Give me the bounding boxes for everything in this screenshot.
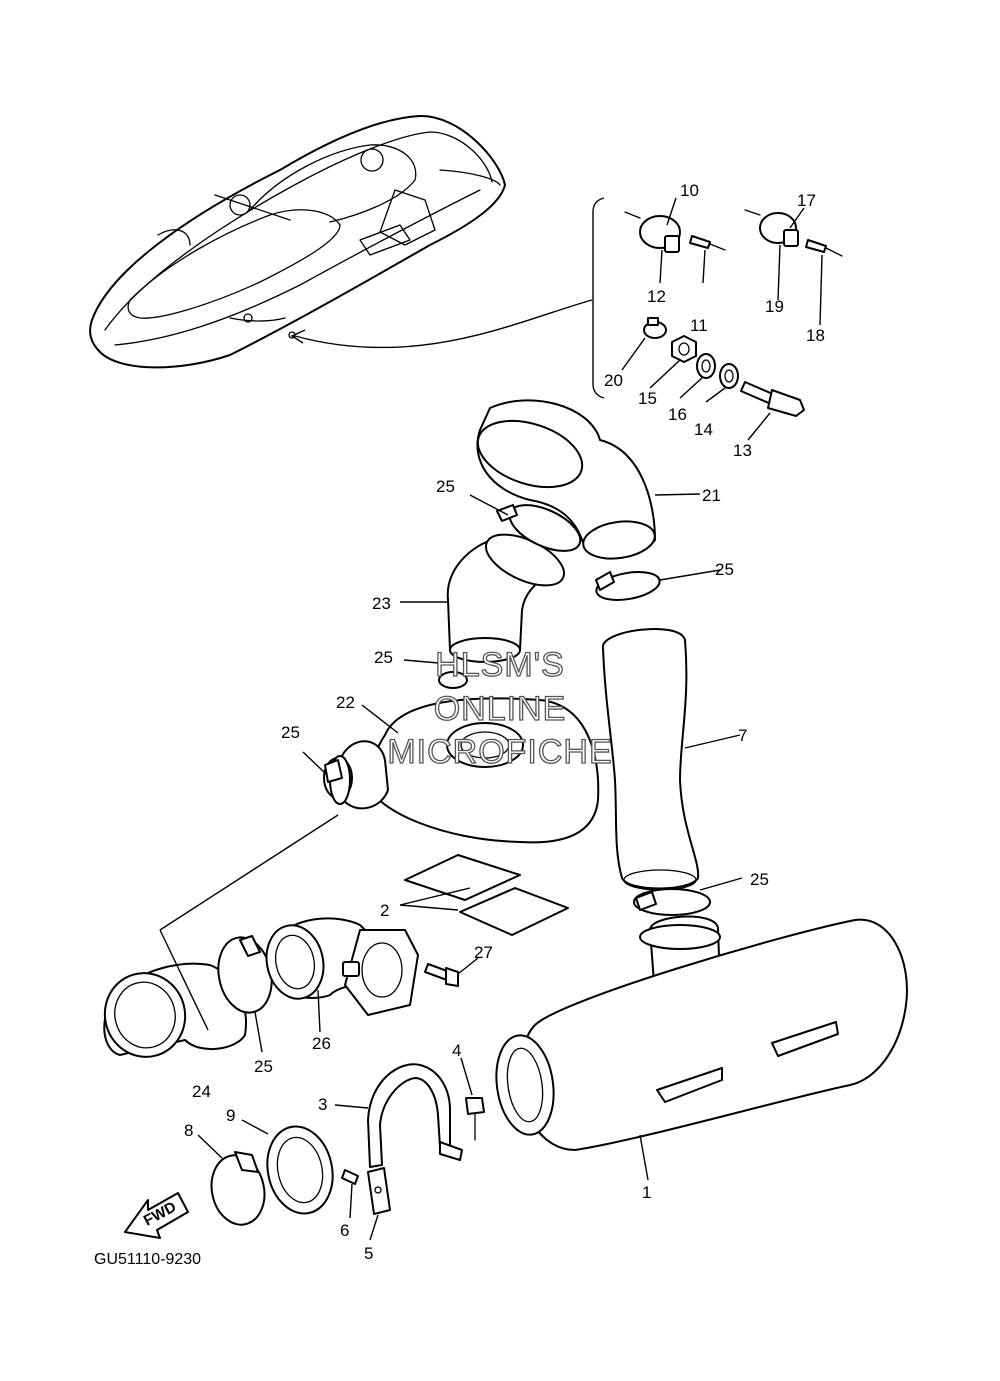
watercraft-illustration bbox=[89, 114, 506, 369]
callout-16: 16 bbox=[668, 405, 687, 424]
callout-13: 13 bbox=[733, 441, 752, 460]
callout-24: 24 bbox=[192, 1082, 211, 1101]
bracket-5 bbox=[367, 1167, 391, 1215]
hose-clamp-8 bbox=[210, 1151, 266, 1226]
rivet-18 bbox=[805, 239, 843, 257]
callout-25-box: 25 bbox=[281, 723, 300, 742]
washer-16 bbox=[696, 353, 716, 379]
callout-9: 9 bbox=[226, 1106, 235, 1125]
watermark: HLSM'S ONLINE MICROFICHE bbox=[387, 645, 613, 771]
callout-14: 14 bbox=[694, 420, 713, 439]
strap-3 bbox=[367, 1063, 463, 1168]
callout-15: 15 bbox=[638, 389, 657, 408]
hose-clamp-25-upper bbox=[595, 571, 661, 601]
leader-lines bbox=[159, 197, 823, 1241]
callout-labels: 1 2 3 4 5 6 7 8 9 10 11 12 13 14 15 16 1… bbox=[184, 181, 825, 1263]
callout-10: 10 bbox=[680, 181, 699, 200]
clip-20 bbox=[643, 317, 667, 339]
hose-clamp-17 bbox=[744, 209, 799, 247]
callout-18: 18 bbox=[806, 326, 825, 345]
washer-14 bbox=[719, 363, 739, 389]
elbow-pipe-23 bbox=[446, 533, 565, 663]
bolt-4 bbox=[465, 1097, 485, 1141]
grommet-9 bbox=[266, 1125, 334, 1215]
callout-25-mid: 25 bbox=[374, 648, 393, 667]
exhaust-elbow-26 bbox=[265, 917, 419, 1016]
watermark-line-2: ONLINE bbox=[434, 690, 567, 728]
callout-23: 23 bbox=[372, 594, 391, 613]
callout-7: 7 bbox=[738, 726, 747, 745]
callout-25-top: 25 bbox=[436, 477, 455, 496]
callout-12: 12 bbox=[647, 287, 666, 306]
callout-2: 2 bbox=[380, 901, 389, 920]
callout-25-right-lower: 25 bbox=[750, 870, 769, 889]
callout-27: 27 bbox=[474, 943, 493, 962]
callout-8: 8 bbox=[184, 1121, 193, 1140]
exhaust-pipe-24 bbox=[103, 962, 247, 1058]
elbow-pipe-21 bbox=[476, 399, 656, 560]
damper-pads-2 bbox=[404, 854, 569, 936]
rivet-11 bbox=[689, 235, 726, 251]
fitting-13 bbox=[740, 381, 805, 417]
callout-20: 20 bbox=[604, 371, 623, 390]
callout-17: 17 bbox=[797, 191, 816, 210]
callout-25-right-upper: 25 bbox=[715, 560, 734, 579]
detail-bracket bbox=[592, 197, 605, 399]
muffler-1 bbox=[495, 915, 908, 1151]
hose-clamp-25-lower bbox=[633, 888, 711, 916]
callout-21: 21 bbox=[702, 486, 721, 505]
location-arrow-head bbox=[290, 329, 306, 344]
callout-19: 19 bbox=[765, 297, 784, 316]
nut-15 bbox=[671, 335, 697, 363]
callout-4: 4 bbox=[452, 1041, 461, 1060]
exhaust-hose-7 bbox=[602, 628, 700, 891]
watermark-line-3: MICROFICHE bbox=[387, 733, 612, 771]
hose-clamp-25-box bbox=[324, 755, 351, 805]
rivet-6 bbox=[341, 1169, 359, 1185]
band-23-top bbox=[496, 504, 582, 552]
callout-11: 11 bbox=[690, 316, 708, 335]
callout-3: 3 bbox=[318, 1095, 327, 1114]
clamp-25-mid bbox=[438, 671, 468, 689]
callout-26: 26 bbox=[312, 1034, 331, 1053]
callout-1: 1 bbox=[642, 1183, 651, 1202]
watermark-line-1: HLSM'S bbox=[435, 646, 565, 684]
location-arrow bbox=[294, 299, 593, 349]
callout-6: 6 bbox=[340, 1221, 349, 1240]
drawing-code: GU51110-9230 bbox=[94, 1251, 201, 1268]
bolt-27 bbox=[424, 963, 459, 987]
callout-25-front: 25 bbox=[254, 1057, 273, 1076]
callout-22: 22 bbox=[336, 693, 355, 712]
water-box-22 bbox=[323, 697, 600, 844]
forward-direction-arrow: FWD bbox=[124, 1192, 189, 1239]
callout-5: 5 bbox=[364, 1244, 373, 1263]
hose-clamp-10 bbox=[624, 211, 681, 253]
